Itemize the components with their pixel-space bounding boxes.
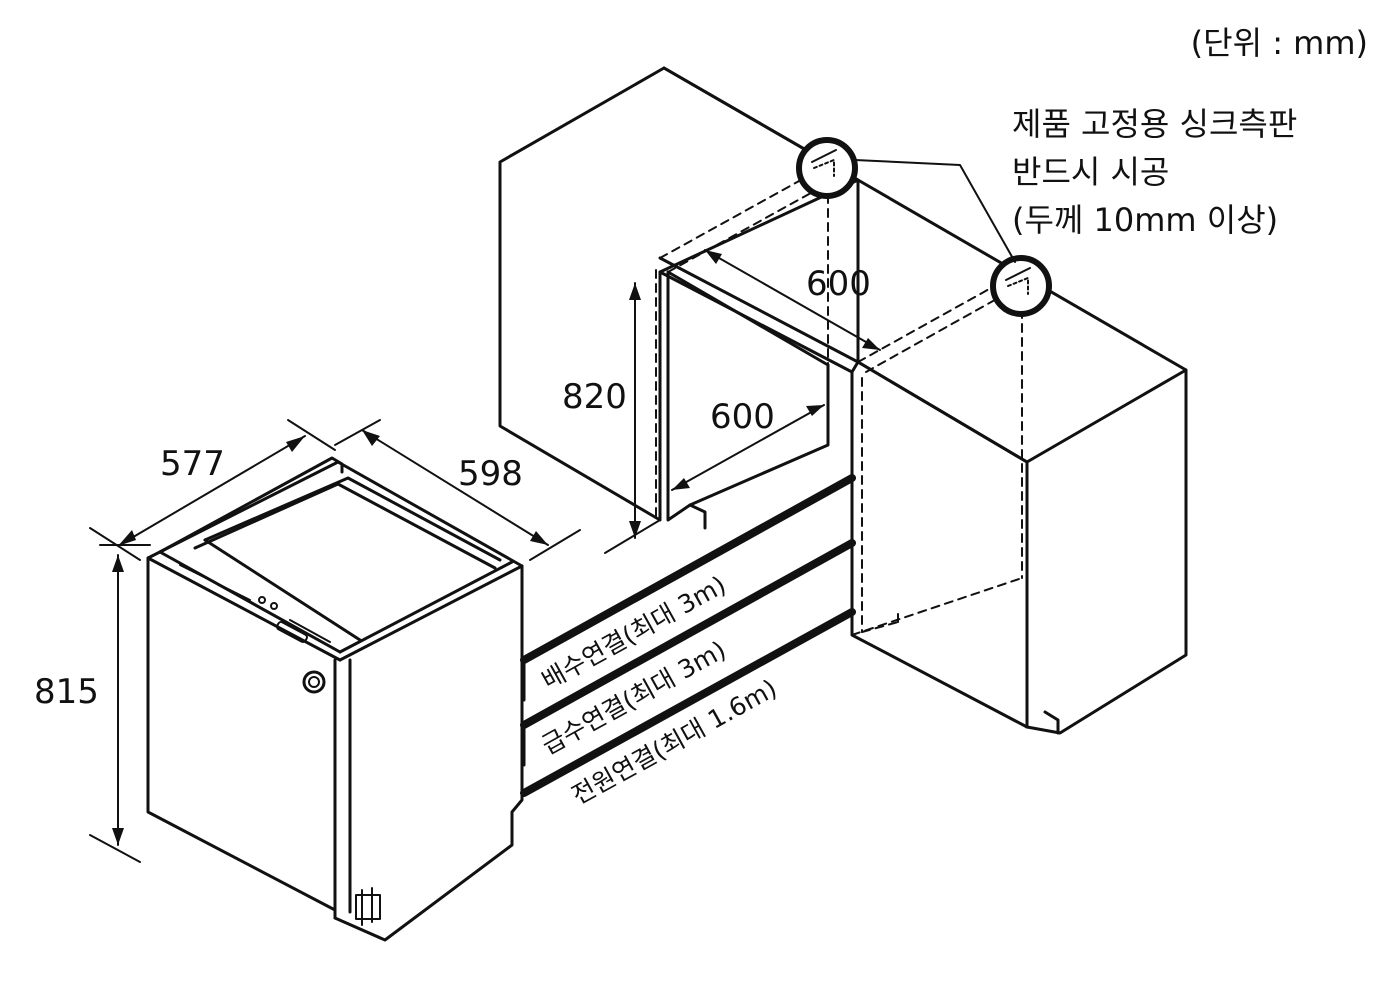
dim-appliance-width: 598: [458, 454, 523, 494]
note-line-3: (두께 10mm 이상): [1012, 201, 1279, 239]
appliance-control-panel: [179, 564, 331, 643]
fixing-point-2: [990, 255, 1052, 317]
note-line-1: 제품 고정용 싱크측판: [1012, 105, 1298, 143]
installation-note: 제품 고정용 싱크측판 반드시 시공 (두께 10mm 이상): [1012, 100, 1297, 244]
dim-opening-depth: 600: [806, 264, 871, 304]
dimension-arrows: [112, 250, 880, 845]
note-line-2: 반드시 시공: [1012, 153, 1170, 191]
dim-appliance-depth: 577: [160, 444, 225, 484]
dim-opening-height: 820: [562, 377, 627, 417]
connection-power-cable: [520, 608, 856, 797]
note-leader-lines: [854, 159, 1016, 263]
dim-opening-width: 600: [710, 397, 775, 437]
connection-water-hose: [520, 539, 856, 767]
left-cabinet: [498, 66, 860, 522]
connection-drain-hose: [520, 474, 856, 702]
opening-niche: [666, 270, 830, 530]
unit-label: (단위 : mm): [1190, 24, 1368, 62]
appliance-door-handle-icon: [302, 670, 326, 694]
dim-appliance-height: 815: [34, 672, 99, 712]
label-power-connection: 전원연결(최대 1.6m): [567, 674, 782, 811]
appliance-body: [146, 456, 524, 942]
fixing-point-1: [796, 137, 858, 199]
appliance-foot-detail: [355, 887, 381, 926]
dimension-lines: [89, 249, 881, 863]
